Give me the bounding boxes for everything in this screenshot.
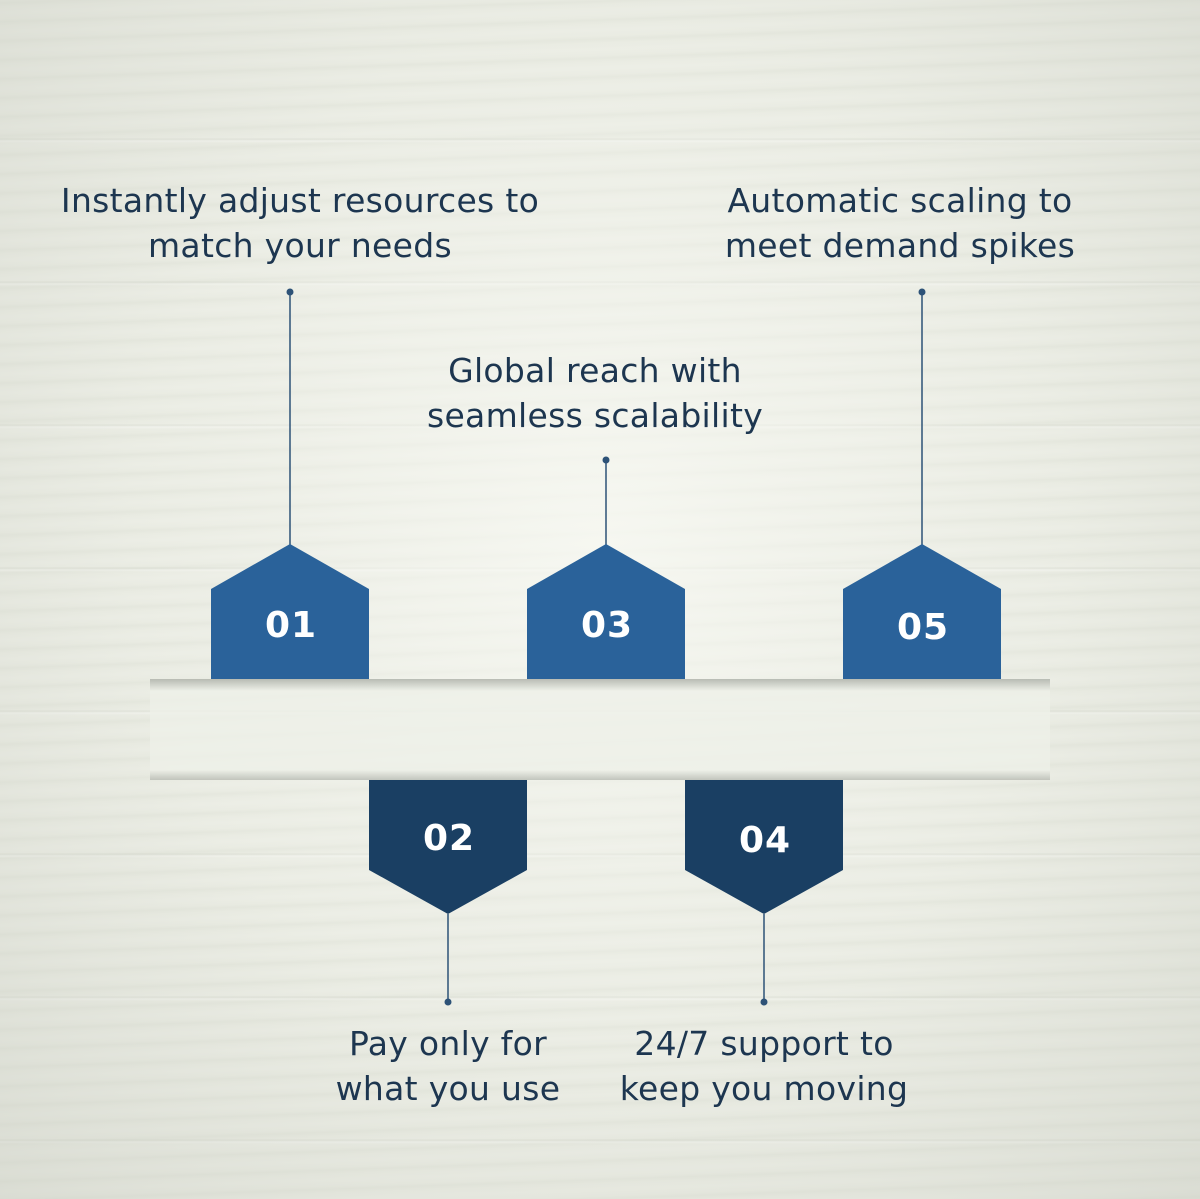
step-02-connector-dot	[444, 998, 452, 1006]
step-05-description-line-1: Automatic scaling to	[727, 181, 1073, 220]
step-02-description-line-2: what you use	[335, 1069, 561, 1108]
step-05-description-line-2: meet demand spikes	[724, 226, 1076, 265]
step-05-connector-dot	[918, 288, 926, 296]
step-01-house-shape	[211, 544, 369, 679]
step-05-tag	[843, 288, 1001, 679]
step-04-tag	[685, 780, 843, 1006]
step-05-description: Automatic scaling to meet demand spikes	[690, 178, 1110, 268]
step-01-description: Instantly adjust resources to match your…	[20, 178, 580, 268]
step-02-description: Pay only for what you use	[298, 1021, 598, 1111]
step-01-connector-dot	[286, 288, 294, 296]
step-02-pentagon-shape	[369, 780, 527, 914]
center-band	[150, 679, 1050, 780]
step-05-number: 05	[896, 607, 950, 648]
step-01-tag	[211, 288, 369, 679]
step-03-tag	[527, 456, 685, 679]
step-02-description-line-1: Pay only for	[349, 1024, 547, 1063]
step-02-tag	[369, 780, 527, 1006]
step-05-house-shape	[843, 544, 1001, 679]
step-04-description-line-2: keep you moving	[619, 1069, 909, 1108]
step-03-description: Global reach with seamless scalability	[385, 348, 805, 438]
step-02-number: 02	[422, 818, 476, 859]
step-03-connector-dot	[602, 456, 610, 464]
step-04-pentagon-shape	[685, 780, 843, 914]
step-03-description-line-2: seamless scalability	[426, 396, 764, 435]
step-03-house-shape	[527, 544, 685, 679]
step-03-description-line-1: Global reach with	[448, 351, 742, 390]
step-01-description-line-1: Instantly adjust resources to	[60, 181, 540, 220]
step-03-number: 03	[580, 605, 634, 646]
step-04-description-line-1: 24/7 support to	[634, 1024, 894, 1063]
step-04-description: 24/7 support to keep you moving	[594, 1021, 934, 1111]
step-04-number: 04	[738, 820, 792, 861]
step-01-description-line-2: match your needs	[147, 226, 452, 265]
step-04-connector-dot	[760, 998, 768, 1006]
step-01-number: 01	[264, 605, 318, 646]
